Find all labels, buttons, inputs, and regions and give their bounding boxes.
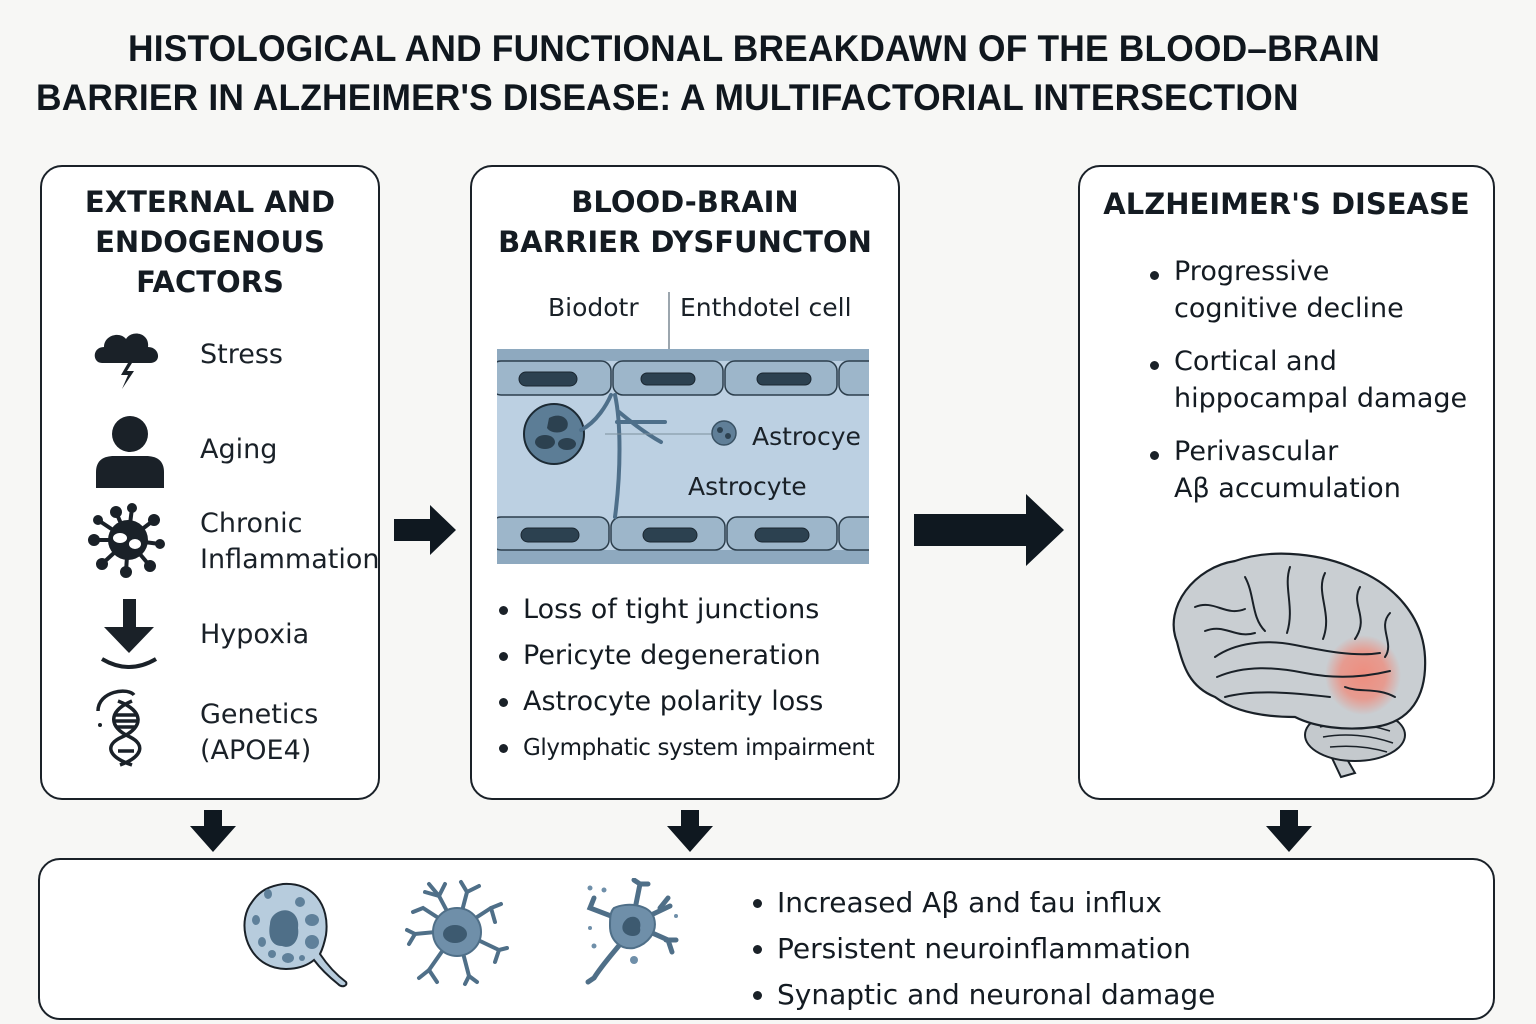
damaged-cell-icon [243,882,348,988]
outcomes-panel: Increased Aβ and ƭau influx Persistent n… [38,858,1495,1020]
bbb-bullet: Loss of tight junctions [499,587,874,633]
bbb-panel-title: BLOOD-BRAIN BARRIER DYSFUNCTON [472,182,898,262]
factor-label-line-1: Chronic [200,508,303,539]
ad-bullet: Progressive cognitive decline [1150,253,1467,327]
ad-panel-title: ALZHEIMER'S DISEASE [1103,187,1470,221]
bbb-dysfunction-panel: BLOOD-BRAIN BARRIER DYSFUNCTON Biodotr E… [470,165,900,800]
factor-aging: Aging [42,412,378,492]
dna-helix-icon [96,689,142,767]
factors-panel-title: EXTERNAL AND ENDOGENOUS FACTORS [42,182,378,302]
title-line: FACTORS [136,265,284,299]
factor-label: Stress [200,339,283,370]
outcome-bullet: Persistent neuroinflammation [753,926,1215,972]
factor-label-line-1: Genetics [200,699,319,730]
outcome-bullet: Increased Aβ and ƭau influx [753,880,1215,926]
right-arrow-icon [394,505,456,555]
label-biodotr: Biodotr [548,293,639,322]
title-line: EXTERNAL AND [84,185,336,219]
pericyte [523,403,585,465]
ad-bullet-line: Aβ accumulation [1174,473,1401,504]
bbb-bullet: Astrocyte polarity loss [499,679,874,725]
astrocyte-small-icon [711,420,737,446]
neuron-icon [405,880,509,986]
ad-bullet: Perivascular Aβ accumulation [1150,433,1467,507]
label-astrocyte: Astrocyte [688,472,807,501]
label-endothelial-cell: Enthdotel cell [680,293,852,322]
factor-label: Aging [200,434,278,465]
bbb-bullet: Glymphatic system impairment [499,725,875,771]
inflammation-cell-icon [88,503,165,578]
title-line: BARRIER DYSFUNCTON [498,225,872,259]
ad-bullet: Cortical and hippocampal damage [1150,343,1467,417]
alzheimers-disease-panel: ALZHEIMER'S DISEASE Progressive cognitiv… [1078,165,1495,800]
factor-hypoxia: Hypoxia [42,597,378,677]
title-line: BLOOD-BRAIN [571,185,799,219]
down-arrow-icon [667,810,713,852]
figure-title-line-1: HISTOLOGICAL AND FUNCTIONAL BREAKDAWN OF… [128,28,1381,69]
bbb-bullet-list: Loss of tight junctions Pericyte degener… [499,587,875,771]
ad-bullet-line: Perivascular [1174,436,1339,467]
person-icon [96,416,164,488]
factors-panel: EXTERNAL AND ENDOGENOUS FACTORS Stress A… [40,165,380,800]
outcome-bullet: Synaptic and neuronal damage [753,972,1215,1018]
title-line: ENDOGENOUS [95,225,325,259]
ad-bullet-line: cognitive decline [1174,293,1404,324]
factor-genetics: Genetics (APOE4) [42,687,378,767]
ad-bullet-line: hippocampal damage [1174,383,1468,414]
ad-bullet-line: Cortical and [1174,346,1337,377]
bbb-bullet: Pericyte degeneration [499,633,874,679]
storm-cloud-icon [94,333,159,389]
factor-label-line-2: (APOE4) [200,735,312,766]
factor-label: Hypoxia [200,619,310,650]
ad-bullet-list: Progressive cognitive decline Cortical a… [1150,253,1467,507]
factor-label-line-2: Inflammation [200,544,380,575]
figure-title-line-2: BARRIER IN ALZHEIMER'S DISEASE: A MULTIF… [36,77,1299,118]
brain-icon [1172,552,1427,779]
ad-bullet-line: Progressive [1174,256,1330,287]
factor-stress: Stress [42,317,378,397]
label-astrocye: Astrocye [752,422,861,451]
factor-chronic-inflammation: Chronic Inflammation [42,502,380,582]
right-arrow-icon [914,494,1064,566]
fragmented-astrocyte-icon [585,878,679,985]
down-arrow-icon [1266,810,1312,852]
down-arrow-icon [190,810,236,852]
outcome-bullet-list: Increased Aβ and ƭau influx Persistent n… [753,880,1215,1018]
down-arrow-hypoxia-icon [100,599,158,669]
blood-vessel-diagram [497,292,869,564]
